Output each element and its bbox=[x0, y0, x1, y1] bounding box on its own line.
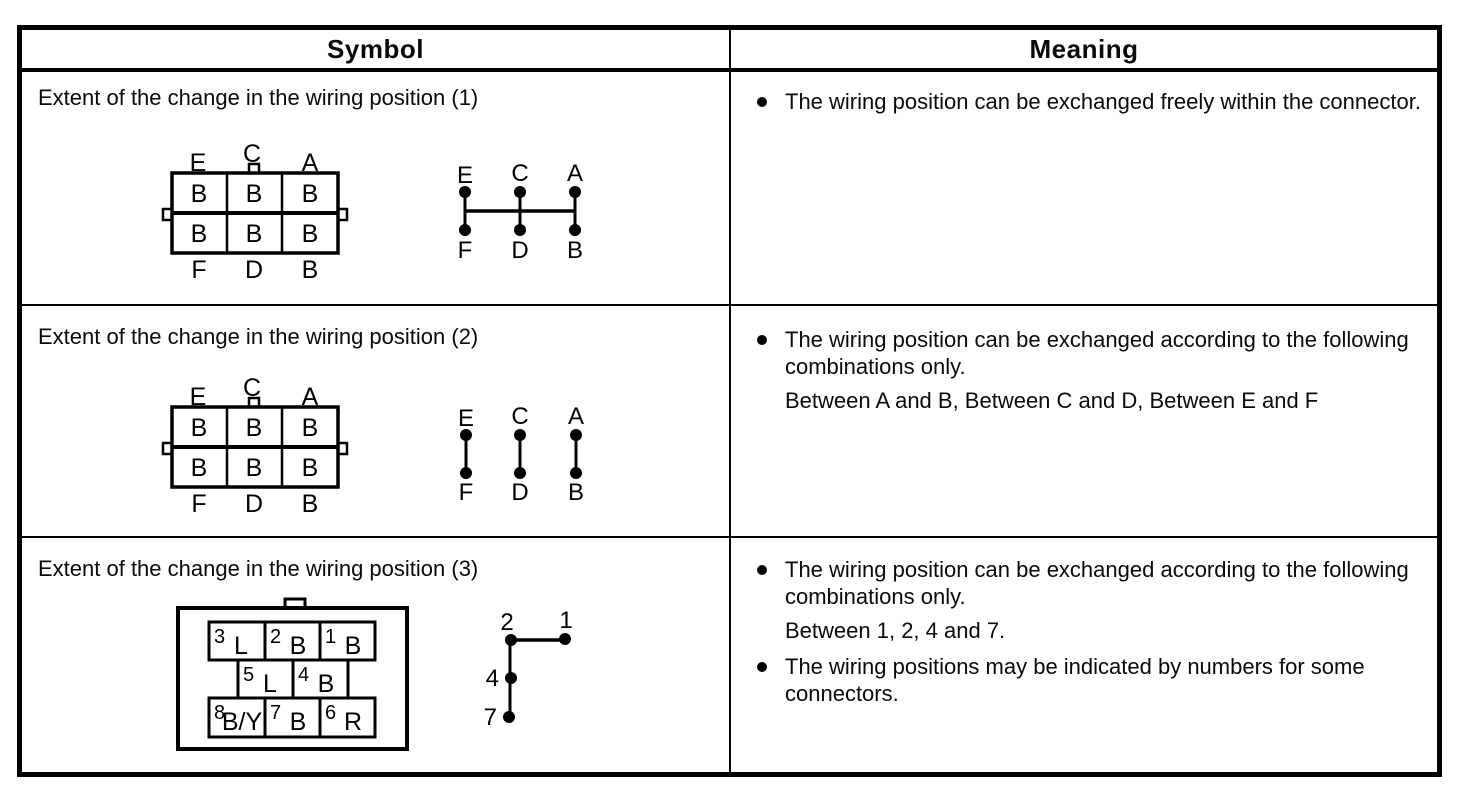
row-title: Extent of the change in the wiring posit… bbox=[38, 85, 479, 110]
meaning-cell-row2: The wiring position can be exchanged acc… bbox=[731, 306, 1437, 536]
pin-label: B bbox=[302, 490, 319, 518]
terminal-label: E bbox=[457, 162, 473, 189]
terminal-label: 7 bbox=[484, 704, 497, 731]
connector-top-tab bbox=[247, 396, 261, 409]
terminal-label: E bbox=[458, 405, 474, 432]
meaning-column-header: Meaning bbox=[1029, 33, 1139, 64]
meaning-note: Between 1, 2, 4 and 7. bbox=[785, 618, 1006, 643]
table-row: Extent of the change in the wiring posit… bbox=[22, 306, 1437, 538]
terminal-label: D bbox=[511, 479, 528, 506]
terminal-number: 3 bbox=[214, 626, 225, 648]
wiring-position-diagram-3: 3 L 2 B 1 B 5 L 4 B 8 B/Y 7 B 6 bbox=[176, 597, 573, 751]
meaning-bullet: The wiring position can be exchanged acc… bbox=[731, 556, 1425, 610]
terminal-label: C bbox=[511, 403, 528, 430]
cell-value: B bbox=[302, 414, 319, 442]
terminal-number: 8 bbox=[214, 702, 225, 724]
cell-value: B bbox=[345, 632, 362, 660]
cell-value: B/Y bbox=[222, 708, 263, 736]
pin-label: D bbox=[245, 490, 263, 518]
terminal-label: D bbox=[511, 237, 528, 264]
numbered-connector-front-view: 3 L 2 B 1 B 5 L 4 B 8 B/Y 7 B 6 bbox=[176, 597, 409, 751]
connector-left-tab bbox=[161, 441, 174, 456]
connector-left-tab bbox=[161, 207, 174, 222]
terminal-number: 6 bbox=[325, 702, 336, 724]
cell-value: B bbox=[246, 180, 263, 208]
wiring-position-diagram-2: E C A B B B B B B F D B bbox=[161, 374, 584, 518]
pin-label: E bbox=[190, 383, 207, 411]
connector-right-tab bbox=[336, 207, 349, 222]
wiring-exchange-view: E C A F D B bbox=[458, 403, 584, 506]
symbol-column-header: Symbol bbox=[22, 30, 731, 68]
cell-value: B bbox=[290, 632, 307, 660]
pin-label: A bbox=[302, 383, 319, 411]
pin-label: D bbox=[245, 256, 263, 284]
connector-top-tab bbox=[283, 597, 307, 610]
connector-right-tab bbox=[336, 441, 349, 456]
cell-value: L bbox=[263, 670, 277, 698]
cell-value: B bbox=[191, 220, 208, 248]
pin-label: F bbox=[191, 490, 206, 518]
table-header-row: Symbol Meaning bbox=[22, 30, 1437, 72]
cell-value: L bbox=[234, 632, 248, 660]
row-title: Extent of the change in the wiring posit… bbox=[38, 324, 479, 349]
wiring-position-diagram-1: E C A B B B B B B F D B bbox=[161, 140, 583, 284]
terminal-number: 5 bbox=[243, 664, 254, 686]
cell-value: R bbox=[344, 708, 362, 736]
meaning-cell-row1: The wiring position can be exchanged fre… bbox=[731, 72, 1437, 304]
symbol-meaning-table: Symbol Meaning Extent of the change in t… bbox=[17, 25, 1442, 777]
terminal-label: B bbox=[568, 479, 584, 506]
pin-label: A bbox=[302, 149, 319, 177]
terminal-label: C bbox=[511, 160, 528, 187]
pin-label: C bbox=[243, 374, 261, 402]
terminal-label: A bbox=[568, 403, 584, 430]
cell-value: B bbox=[318, 670, 335, 698]
symbol-cell-row2: Extent of the change in the wiring posit… bbox=[22, 306, 731, 536]
cell-value: B bbox=[246, 414, 263, 442]
terminal-number: 1 bbox=[325, 626, 336, 648]
cell-value: B bbox=[302, 454, 319, 482]
terminal-number: 7 bbox=[270, 702, 281, 724]
cell-value: B bbox=[191, 454, 208, 482]
terminal-label: B bbox=[567, 237, 583, 264]
cell-value: B bbox=[191, 414, 208, 442]
meaning-bullet: The wiring position can be exchanged fre… bbox=[731, 88, 1425, 115]
cell-value: B bbox=[246, 454, 263, 482]
cell-value: B bbox=[191, 180, 208, 208]
wiring-exchange-view: E C A F D B bbox=[457, 160, 583, 264]
pin-label: F bbox=[191, 256, 206, 284]
cell-value: B bbox=[302, 180, 319, 208]
cell-value: B bbox=[302, 220, 319, 248]
terminal-label: 1 bbox=[559, 607, 572, 634]
terminal-number: 2 bbox=[270, 626, 281, 648]
terminal-label: F bbox=[459, 479, 474, 506]
cell-value: B bbox=[290, 708, 307, 736]
connector-front-view: E C A B B B B B B F D B bbox=[161, 374, 349, 518]
row-title: Extent of the change in the wiring posit… bbox=[38, 556, 479, 581]
terminal-label: 4 bbox=[486, 665, 499, 692]
terminal-label: F bbox=[458, 237, 473, 264]
pin-label: C bbox=[243, 140, 261, 168]
cell-value: B bbox=[246, 220, 263, 248]
connector-top-tab bbox=[247, 162, 261, 175]
table-row: Extent of the change in the wiring posit… bbox=[22, 538, 1437, 772]
meaning-note: Between A and B, Between C and D, Betwee… bbox=[785, 388, 1319, 413]
terminal-label: 2 bbox=[500, 609, 513, 636]
meaning-bullet: The wiring position can be exchanged acc… bbox=[731, 326, 1425, 380]
pin-label: E bbox=[190, 149, 207, 177]
symbol-cell-row1: Extent of the change in the wiring posit… bbox=[22, 72, 731, 304]
meaning-bullet: The wiring positions may be indicated by… bbox=[731, 653, 1425, 707]
table-row: Extent of the change in the wiring posit… bbox=[22, 72, 1437, 306]
pin-label: B bbox=[302, 256, 319, 284]
wiring-exchange-view: 2 1 4 7 bbox=[484, 607, 573, 731]
symbol-cell-row3: Extent of the change in the wiring posit… bbox=[22, 538, 731, 772]
meaning-cell-row3: The wiring position can be exchanged acc… bbox=[731, 538, 1437, 772]
connector-front-view: E C A B B B B B B F D B bbox=[161, 140, 349, 284]
terminal-number: 4 bbox=[298, 664, 309, 686]
terminal-label: A bbox=[567, 160, 583, 187]
